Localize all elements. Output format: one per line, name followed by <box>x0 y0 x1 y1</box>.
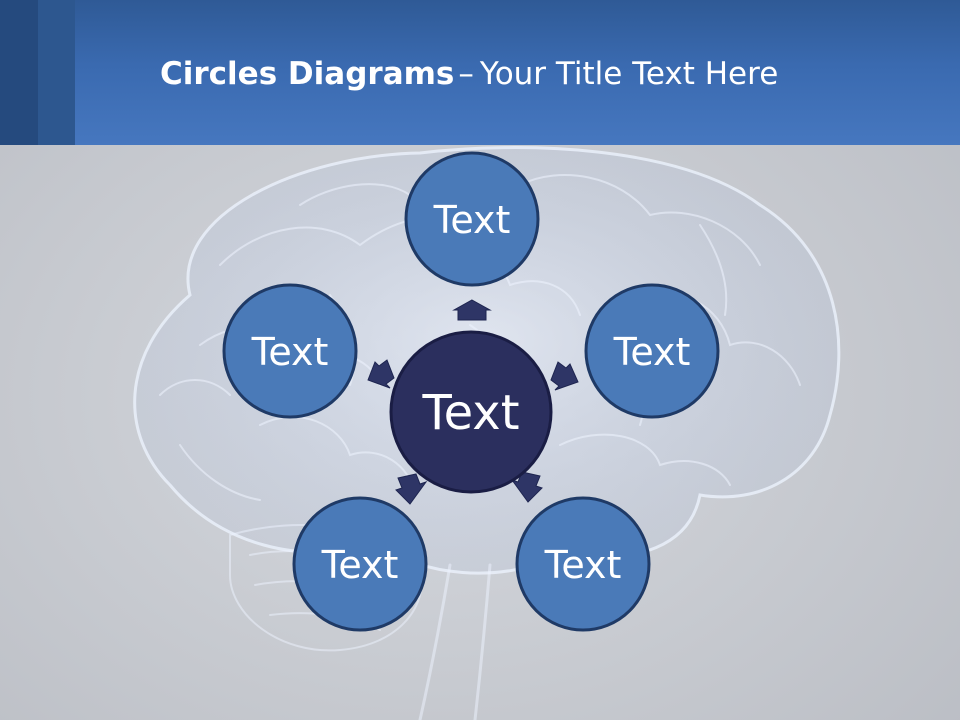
arrow-lower-left-icon <box>395 473 428 505</box>
node-lower-right-label: Text <box>544 543 622 587</box>
node-upper-left-label: Text <box>251 330 329 374</box>
node-top[interactable]: Text <box>404 151 540 287</box>
slide-title: Circles Diagrams–Your Title Text Here <box>160 56 778 92</box>
node-center-label: Text <box>421 385 519 441</box>
node-upper-right[interactable]: Text <box>584 283 720 419</box>
title-bold-part: Circles Diagrams <box>160 56 455 92</box>
node-lower-left[interactable]: Text <box>292 496 428 632</box>
node-lower-right[interactable]: Text <box>515 496 651 632</box>
header-bar: Circles Diagrams–Your Title Text Here <box>0 0 960 145</box>
node-center[interactable]: Text <box>389 330 553 494</box>
arrow-upper-left-icon <box>367 359 395 389</box>
node-upper-right-label: Text <box>613 330 691 374</box>
title-subtitle-part: Your Title Text Here <box>479 56 779 92</box>
arrow-upper-right-icon <box>550 361 579 391</box>
node-upper-left[interactable]: Text <box>222 283 358 419</box>
header-accent-strip <box>0 0 38 145</box>
node-lower-left-label: Text <box>321 543 399 587</box>
node-top-label: Text <box>433 198 511 242</box>
arrow-up-icon <box>452 299 492 321</box>
header-accent-strip-2 <box>38 0 75 145</box>
title-separator: – <box>458 56 474 92</box>
